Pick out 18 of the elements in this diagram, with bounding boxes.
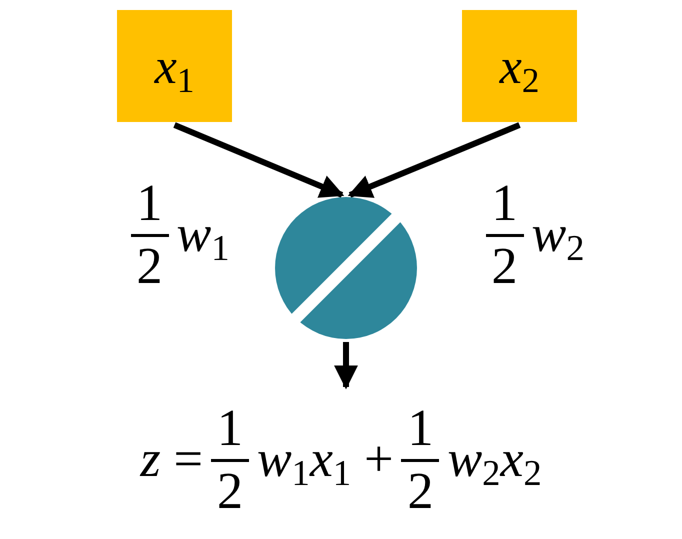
weight-label: w$_{2}$ [532,209,584,261]
input-box: x$_{1}$ [117,10,232,122]
weight-label: 2 [130,234,169,292]
weight-label: w$_{1}$ [176,209,230,261]
formula-text: 1 [407,402,434,458]
weight-label: 1 [136,178,163,234]
arrow [348,122,521,198]
arrow [173,122,344,198]
formula-text: z = [140,434,203,486]
formula-text: w$_{1}$x$_{1}$ + [256,434,394,486]
weight-label: 1 [492,178,518,234]
formula-text: w$_{2}$x$_{2}$ [447,434,542,486]
formula-text: 1 [216,402,243,458]
weight-label: 2 [486,234,524,292]
formula-text: 2 [210,458,249,518]
formula-text: 2 [401,458,440,518]
arrow [334,342,358,390]
input-box: x$_{2}$ [462,10,577,122]
